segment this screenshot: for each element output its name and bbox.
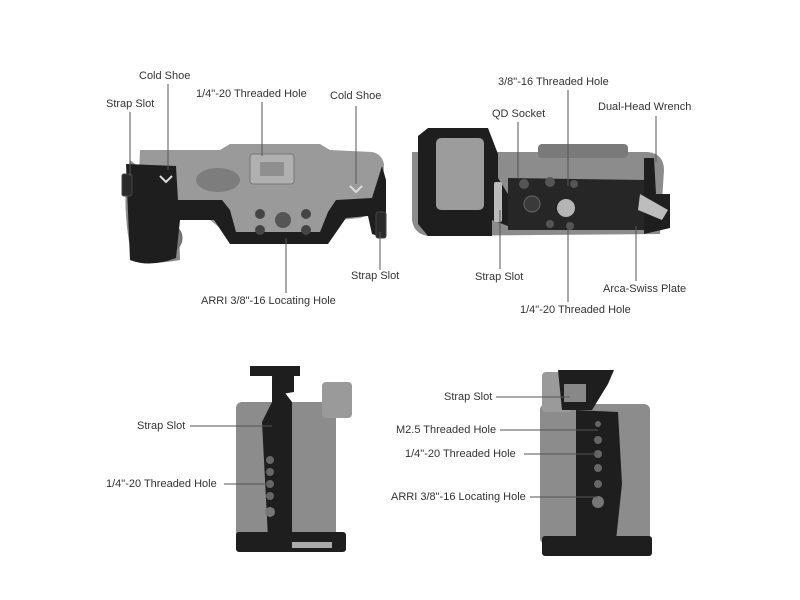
label-right-m25-hole: M2.5 Threaded Hole bbox=[396, 424, 497, 436]
label-left-threaded-hole-14: 1/4"-20 Threaded Hole bbox=[106, 478, 217, 490]
label-top-cold-shoe-right: Cold Shoe bbox=[330, 90, 382, 102]
label-bottom-threaded-hole-38: 3/8"-16 Threaded Hole bbox=[498, 76, 609, 88]
label-top-cold-shoe-left: Cold Shoe bbox=[139, 70, 191, 82]
label-bottom-threaded-hole-14: 1/4"-20 Threaded Hole bbox=[520, 304, 631, 316]
label-top-arri-hole: ARRI 3/8"-16 Locating Hole bbox=[201, 295, 336, 307]
label-right-strap-slot: Strap Slot bbox=[444, 391, 493, 403]
label-top-threaded-hole-14: 1/4"-20 Threaded Hole bbox=[196, 88, 307, 100]
bottom-view-illustration bbox=[412, 128, 670, 236]
label-right-threaded-hole-14: 1/4"-20 Threaded Hole bbox=[405, 448, 516, 460]
label-bottom-dual-head-wrench: Dual-Head Wrench bbox=[598, 101, 692, 113]
label-top-strap-slot-left: Strap Slot bbox=[106, 98, 155, 110]
label-bottom-strap-slot: Strap Slot bbox=[475, 271, 524, 283]
label-top-strap-slot-right: Strap Slot bbox=[351, 270, 400, 282]
right-side-view-illustration bbox=[540, 370, 652, 556]
label-bottom-qd-socket: QD Socket bbox=[492, 108, 546, 120]
label-bottom-arca-swiss-plate: Arca-Swiss Plate bbox=[603, 283, 687, 295]
label-left-strap-slot: Strap Slot bbox=[137, 420, 186, 432]
left-side-view-illustration bbox=[236, 366, 352, 552]
label-right-arri-hole: ARRI 3/8"-16 Locating Hole bbox=[391, 491, 526, 503]
top-view-illustration bbox=[121, 144, 387, 264]
